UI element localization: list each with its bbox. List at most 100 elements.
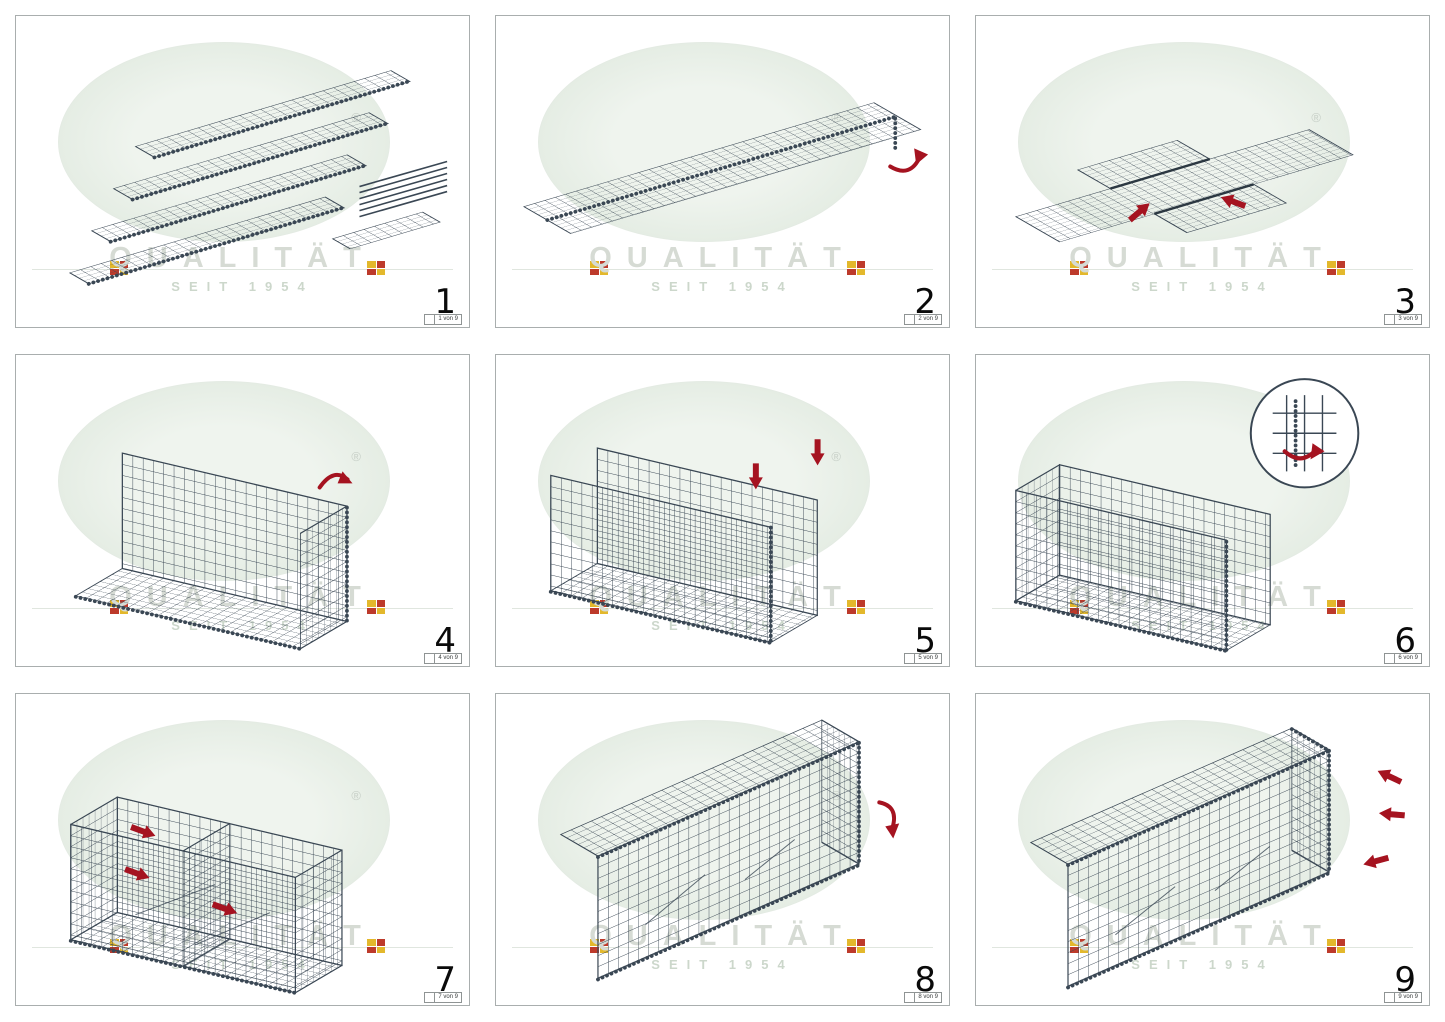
spiral-binder (1066, 871, 1331, 990)
brand-flag-icon (1327, 939, 1345, 953)
detail-magnifier (1249, 378, 1360, 489)
title-block: 8 von 9 (904, 992, 942, 1003)
watermark-brand-text: QUALITÄT (589, 242, 856, 274)
step-panel-4: ® QUALITÄT SEIT 1954 4 4 von 9 (15, 354, 470, 667)
step-panel-8: ® QUALITÄT SEIT 1954 8 8 vo (495, 693, 950, 1006)
assembly-arrow-icon (1363, 854, 1390, 869)
registered-mark-icon: ® (1311, 110, 1321, 125)
title-block: 3 von 9 (1384, 314, 1422, 325)
page-count-label: 2 von 9 (918, 316, 938, 322)
title-block-cell (425, 993, 436, 1002)
step-panel-1: ® QUALITÄT SEIT 1954 (15, 15, 470, 328)
title-block-cell (1385, 993, 1396, 1002)
brand-flag-icon (1070, 261, 1088, 275)
title-block: 9 von 9 (1384, 992, 1422, 1003)
step-panel-3: ® QUALITÄT SEIT 1954 3 3 von 9 (975, 15, 1430, 328)
spiral-binder (73, 594, 303, 651)
watermark-rule (32, 269, 453, 270)
watermark-since-text: SEIT 1954 (1131, 279, 1274, 294)
spiral-binders (86, 79, 412, 286)
step-panel-9: ® QUALITÄT SEIT 1954 9 9 von 9 (975, 693, 1430, 1006)
brand-flag-icon (367, 939, 385, 953)
page-count-label: 8 von 9 (918, 994, 938, 1000)
step-number: 1 (434, 282, 456, 322)
assembly-arrow-icon (888, 148, 929, 173)
step-number: 9 (1394, 960, 1416, 1000)
registered-mark-icon: ® (351, 788, 361, 803)
brand-flag-icon (847, 600, 865, 614)
watermark-since-text: SEIT 1954 (171, 279, 314, 294)
joint-seam (1153, 183, 1255, 215)
brand-flag-icon (847, 939, 865, 953)
watermark-since-text: SEIT 1954 (651, 279, 794, 294)
gabion-base-and-walls (74, 452, 348, 650)
brand-flag-icon (367, 600, 385, 614)
watermark-brand-text: QUALITÄT (1069, 242, 1336, 274)
joined-mesh-sheet (522, 102, 922, 234)
registered-mark-icon: ® (351, 449, 361, 464)
title-block: 1 von 9 (424, 314, 462, 325)
step-number: 4 (434, 621, 456, 661)
watermark-since-text: SEIT 1954 (1131, 957, 1274, 972)
step-5-drawing (548, 439, 825, 645)
page-count-label: 7 von 9 (438, 994, 458, 1000)
step-7-drawing (68, 796, 343, 995)
page-count-label: 6 von 9 (1398, 655, 1418, 661)
step-2-drawing (522, 102, 929, 234)
page-count-label: 3 von 9 (1398, 316, 1418, 322)
title-block: 7 von 9 (424, 992, 462, 1003)
title-block-cell (425, 654, 436, 663)
step-panel-2: ® QUALITÄT SEIT 1954 2 2 von 9 (495, 15, 950, 328)
step-4-drawing (73, 452, 353, 651)
step-number: 8 (914, 960, 936, 1000)
step-6-drawing (1013, 378, 1360, 653)
spiral-seam (545, 114, 900, 222)
tie-rod-bundle (359, 160, 448, 218)
step-number: 6 (1394, 621, 1416, 661)
title-block-cell (1385, 654, 1396, 663)
joint-seam (1110, 157, 1211, 190)
title-block: 2 von 9 (904, 314, 942, 325)
gabion-base-and-walls (1014, 463, 1272, 652)
brand-flag-icon (1327, 600, 1345, 614)
flat-mesh-panels (68, 70, 441, 285)
watermark-rule (992, 269, 1413, 270)
assembly-arrow-icon (317, 471, 353, 490)
spiral-binder (596, 740, 861, 860)
brand-flag-icon (1327, 261, 1345, 275)
step-panel-5: ® QUALITÄT SEIT 1954 5 5 von 9 (495, 354, 950, 667)
assembly-arrow-icon (1377, 769, 1403, 785)
spiral-binder (1013, 599, 1229, 653)
assembly-arrow-icon (130, 824, 156, 839)
watermark-rule (512, 269, 933, 270)
step-8-drawing (559, 719, 900, 982)
title-block-cell (905, 993, 916, 1002)
title-block-cell (905, 315, 916, 324)
assembly-arrow-icon (1378, 807, 1405, 822)
title-block: 6 von 9 (1384, 653, 1422, 664)
spiral-binder (548, 589, 773, 645)
assembly-arrow-icon (1220, 194, 1247, 209)
brand-flag-icon (847, 261, 865, 275)
step-number: 5 (914, 621, 936, 661)
title-block-cell (1385, 315, 1396, 324)
watermark-rule (992, 947, 1413, 948)
cross-mesh-layout (1014, 129, 1354, 243)
title-block: 4 von 9 (424, 653, 462, 664)
watermark-rule (512, 947, 933, 948)
title-block-cell (425, 315, 436, 324)
closed-gabion-basket (559, 719, 860, 980)
spiral-binder (1289, 727, 1331, 753)
spiral-binder (68, 938, 298, 995)
closed-gabion-basket (1029, 727, 1331, 988)
step-1-drawing (68, 70, 448, 286)
step-number: 7 (434, 960, 456, 1000)
page-count-label: 9 von 9 (1398, 994, 1418, 1000)
page-count-label: 1 von 9 (438, 316, 458, 322)
assembly-arrow-icon (1127, 203, 1150, 223)
gabion-walls-and-divider (69, 796, 343, 994)
assembly-arrow-icon (877, 800, 900, 839)
page-count-label: 4 von 9 (438, 655, 458, 661)
step-panel-6: ® QUALITÄT SEIT 1954 6 (975, 354, 1430, 667)
step-panel-7: ® QUALITÄT SEIT 1954 7 7 (15, 693, 470, 1006)
